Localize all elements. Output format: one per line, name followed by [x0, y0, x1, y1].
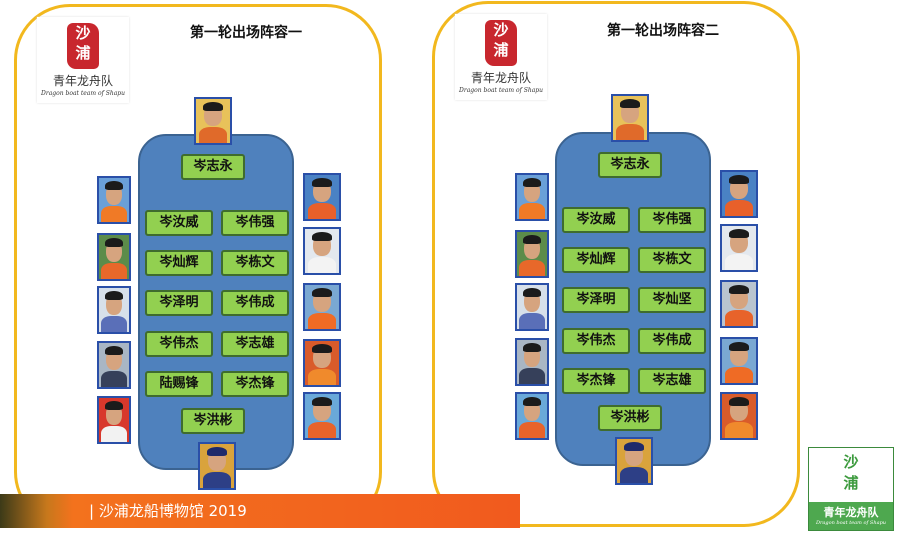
paddler-seat-1-2-left: 岑灿辉 — [145, 250, 213, 276]
member-photo — [97, 341, 131, 389]
paddler-seat-2-2-right: 岑栋文 — [638, 247, 706, 273]
member-photo — [720, 337, 758, 385]
member-photo — [515, 338, 549, 386]
member-photo — [303, 339, 341, 387]
paddler-seat-1-5-left: 陆赐锋 — [145, 371, 213, 397]
steerer-seat-1: 岑洪彬 — [181, 408, 245, 434]
member-photo — [303, 173, 341, 221]
seal-char-2: 浦 — [493, 41, 509, 59]
paddler-seat-2-4-right: 岑伟成 — [638, 328, 706, 354]
corner-logo-name: 青年龙舟队 — [823, 506, 879, 519]
paddler-seat-1-1-right: 岑伟强 — [221, 210, 289, 236]
member-photo — [720, 280, 758, 328]
paddler-seat-1-1-left: 岑汝威 — [145, 210, 213, 236]
member-photo — [515, 230, 549, 278]
paddler-seat-1-4-left: 岑伟杰 — [145, 331, 213, 357]
logo-english-name: Dragon boat team of Shapu — [41, 90, 125, 97]
member-photo — [97, 286, 131, 334]
corner-team-logo: 沙 浦 青年龙舟队 Dragon boat team of Shapu — [808, 447, 894, 531]
corner-logo-top — [809, 448, 893, 502]
team-logo-1: 沙 浦 青年龙舟队 Dragon boat team of Shapu — [37, 17, 129, 103]
lineup-title-1: 第一轮出场阵容一 — [190, 25, 302, 41]
member-photo — [720, 170, 758, 218]
member-photo — [97, 396, 131, 444]
member-photo — [515, 392, 549, 440]
paddler-seat-1-2-right: 岑栋文 — [221, 250, 289, 276]
team-logo-2: 沙 浦 青年龙舟队 Dragon boat team of Shapu — [455, 14, 547, 100]
museum-banner: | 沙浦龙船博物馆 2019 — [0, 494, 520, 528]
corner-seal-char-2: 浦 — [843, 474, 859, 492]
seal-char-1: 沙 — [75, 24, 91, 42]
paddler-seat-2-5-right: 岑志雄 — [638, 368, 706, 394]
member-photo — [303, 227, 341, 275]
member-photo — [97, 233, 131, 281]
member-photo — [515, 173, 549, 221]
paddler-seat-2-2-left: 岑灿辉 — [562, 247, 630, 273]
corner-seal: 沙 浦 — [836, 452, 866, 498]
paddler-seat-1-3-right: 岑伟成 — [221, 290, 289, 316]
paddler-seat-2-3-right: 岑灿坚 — [638, 287, 706, 313]
seal-char-1: 沙 — [493, 21, 509, 39]
member-photo — [194, 97, 232, 145]
seal-stamp: 沙 浦 — [485, 20, 517, 66]
logo-team-name: 青年龙舟队 — [52, 74, 113, 88]
seal-char-2: 浦 — [75, 44, 91, 62]
paddler-seat-2-1-right: 岑伟强 — [638, 207, 706, 233]
paddler-seat-2-3-left: 岑泽明 — [562, 287, 630, 313]
paddler-seat-1-3-left: 岑泽明 — [145, 290, 213, 316]
member-photo — [515, 283, 549, 331]
paddler-seat-2-1-left: 岑汝威 — [562, 207, 630, 233]
corner-seal-char-1: 沙 — [843, 453, 859, 471]
paddler-seat-1-4-right: 岑志雄 — [221, 331, 289, 357]
member-photo — [611, 94, 649, 142]
member-photo — [303, 392, 341, 440]
member-photo — [615, 437, 653, 485]
drummer-seat-2: 岑志永 — [598, 152, 662, 178]
drummer-seat-1: 岑志永 — [181, 154, 245, 180]
seal-stamp: 沙 浦 — [67, 23, 99, 69]
paddler-seat-2-5-left: 岑杰锋 — [562, 368, 630, 394]
logo-english-name: Dragon boat team of Shapu — [459, 87, 543, 94]
member-photo — [303, 283, 341, 331]
member-photo — [720, 392, 758, 440]
steerer-seat-2: 岑洪彬 — [598, 405, 662, 431]
member-photo — [198, 442, 236, 490]
member-photo — [720, 224, 758, 272]
paddler-seat-1-5-right: 岑杰锋 — [221, 371, 289, 397]
banner-text: | 沙浦龙船博物馆 2019 — [89, 502, 247, 520]
logo-team-name: 青年龙舟队 — [470, 71, 531, 85]
member-photo — [97, 176, 131, 224]
paddler-seat-2-4-left: 岑伟杰 — [562, 328, 630, 354]
corner-logo-english: Dragon boat team of Shapu — [816, 520, 886, 526]
lineup-title-2: 第一轮出场阵容二 — [607, 23, 719, 39]
